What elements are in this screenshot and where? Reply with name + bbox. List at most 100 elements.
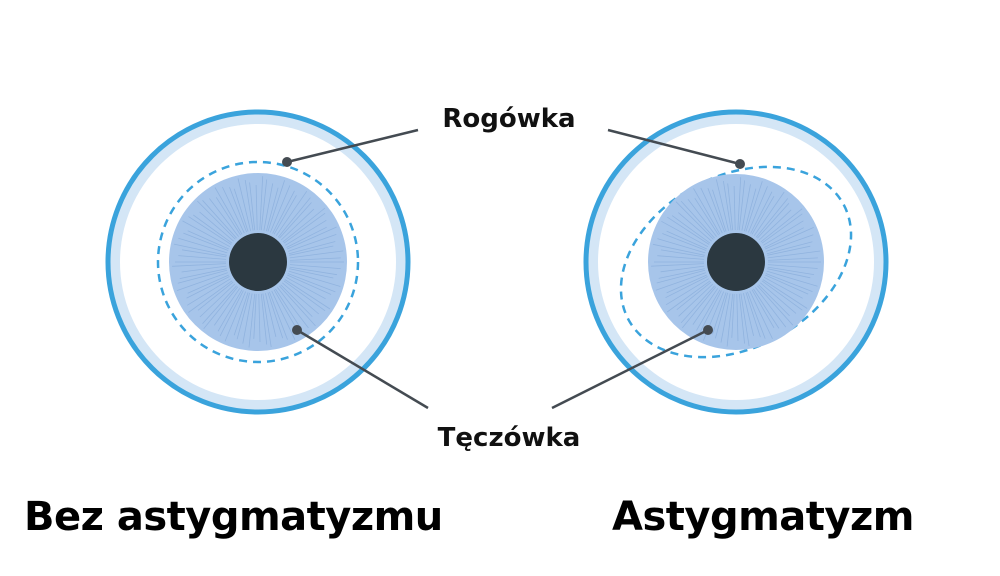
iris-fiber <box>720 293 731 343</box>
iris-fiber <box>273 289 297 329</box>
cornea-label: Rogówka <box>442 104 575 134</box>
iris-fiber <box>215 197 241 236</box>
iris-fiber <box>179 268 227 279</box>
iris-fiber <box>183 232 229 251</box>
iris-fiber <box>753 191 785 236</box>
iris-fiber <box>731 293 735 338</box>
iris-fiber <box>267 180 285 232</box>
iris-fiber <box>661 220 709 248</box>
iris-fiber <box>224 291 247 342</box>
iris-fiber <box>283 280 326 312</box>
iris-fiber <box>687 199 717 237</box>
iris-fiber <box>698 290 722 336</box>
iris-fiber <box>712 189 727 232</box>
iris-fiber <box>651 263 705 267</box>
astigmatic-eye-pupil <box>707 233 765 291</box>
astigmatic-eye-iris-fibers <box>651 177 821 347</box>
iris-fiber <box>265 293 277 337</box>
iris-fiber <box>762 279 808 309</box>
iris-fiber <box>755 198 789 238</box>
iris-fiber <box>288 234 337 252</box>
iris-fiber <box>253 293 257 339</box>
iris-fiber <box>283 212 326 244</box>
iris-fiber <box>233 292 249 336</box>
iris-fiber <box>249 182 256 231</box>
caption-normal-eye: Bez astygmatyzmu <box>24 494 443 540</box>
iris-fiber <box>712 292 727 335</box>
cornea-leader-right <box>607 128 741 166</box>
iris-fiber <box>197 281 234 311</box>
iris-fiber <box>666 230 707 250</box>
iris-fiber <box>203 286 239 329</box>
cornea-leader-left <box>286 128 419 164</box>
iris-fiber <box>676 281 712 311</box>
iris-fiber <box>187 230 229 250</box>
iris-fiber <box>188 216 232 245</box>
iris-fiber <box>655 272 706 291</box>
iris-fiber <box>217 289 243 332</box>
iris-fiber <box>766 241 813 255</box>
iris-fiber <box>680 285 715 324</box>
iris-fiber <box>740 293 750 347</box>
iris-fiber <box>715 179 729 231</box>
iris-fiber <box>751 195 775 235</box>
iris-fiber <box>229 187 247 233</box>
iris-fiber <box>186 276 230 299</box>
iris-fiber <box>767 264 818 269</box>
astigmatic-eye <box>583 109 889 415</box>
normal-eye-iris-fibers <box>172 176 344 348</box>
iris-leader-left <box>296 328 429 410</box>
iris-fiber <box>255 184 258 231</box>
iris-fiber <box>181 265 227 273</box>
iris-fiber <box>766 234 814 252</box>
iris-fiber <box>263 183 274 231</box>
iris-fiber <box>178 255 227 260</box>
iris-fiber <box>675 201 714 240</box>
iris-fiber <box>244 179 254 231</box>
iris-fiber <box>279 202 312 239</box>
iris-fiber <box>758 209 792 241</box>
iris-fiber <box>765 227 814 250</box>
iris-fiber <box>279 285 316 327</box>
iris-fiber <box>269 185 291 233</box>
iris-fiber <box>259 176 264 231</box>
iris-fiber <box>757 203 790 239</box>
iris-fiber <box>767 266 815 275</box>
caption-astigmatic-eye: Astygmatyzm <box>612 494 914 540</box>
iris-fiber <box>750 191 773 234</box>
iris-fiber <box>202 285 237 324</box>
iris-fiber <box>660 249 705 258</box>
iris-fiber <box>222 186 245 234</box>
iris-fiber <box>193 214 233 244</box>
iris-fiber <box>199 283 236 318</box>
iris-leader-lines <box>292 325 713 410</box>
iris-fiber <box>289 257 341 261</box>
iris-label: Tęczówka <box>438 423 581 453</box>
iris-fiber <box>738 180 745 231</box>
iris-fiber <box>286 226 327 248</box>
iris-fiber <box>260 293 268 345</box>
iris-fiber <box>289 268 334 279</box>
iris-fiber <box>658 268 705 279</box>
iris-fiber <box>745 181 763 232</box>
iris-fiber <box>696 289 721 331</box>
iris-fiber <box>289 250 344 259</box>
iris-fiber <box>747 291 766 339</box>
iris-fiber <box>700 187 723 234</box>
iris-fiber <box>763 220 804 246</box>
iris-fiber <box>284 279 331 310</box>
iris-fiber <box>760 208 803 243</box>
iris-fiber <box>694 197 719 236</box>
iris-fiber <box>751 289 775 329</box>
iris-fiber <box>176 272 228 291</box>
iris-fiber <box>285 276 326 300</box>
iris-fiber <box>269 291 288 340</box>
iris-fiber <box>678 212 712 242</box>
iris-fiber <box>726 293 734 347</box>
normal-eye-cornea-outline <box>156 160 360 364</box>
iris-fiber <box>282 282 320 315</box>
iris-fiber <box>747 186 768 233</box>
iris-fiber <box>209 198 239 237</box>
iris-fiber <box>186 278 231 306</box>
